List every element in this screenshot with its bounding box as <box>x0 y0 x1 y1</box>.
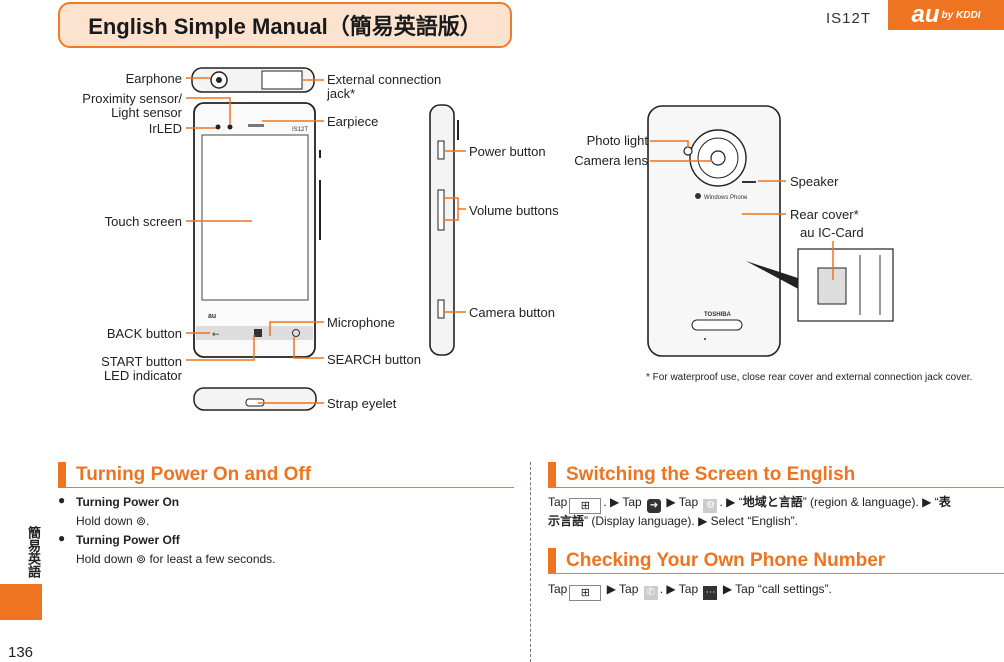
section-power-heading: Turning Power On and Off <box>58 462 514 488</box>
label-camera-button: Camera button <box>469 305 555 320</box>
side-tab: 簡易英語 <box>0 526 42 620</box>
side-tab-marker <box>0 584 42 620</box>
page-number: 136 <box>8 644 34 661</box>
label-microphone: Microphone <box>327 315 395 330</box>
label-proximity: Proximity sensor/ <box>82 91 182 106</box>
label-ext-connection: External connection <box>327 72 442 87</box>
label-back-button: BACK button <box>106 326 182 341</box>
touch-screen-shape <box>201 134 309 301</box>
side-tab-text: 簡易英語 <box>26 526 41 578</box>
manual-title-box: English Simple Manual（簡易英語版） <box>58 2 512 48</box>
label-ext-jack: jack* <box>327 86 356 101</box>
model-name: IS12T <box>826 10 872 27</box>
power-off-text: Hold down ⊚ for least a few seconds. <box>76 552 276 566</box>
switch-step-line1: Tap⊞. ▶ Tap ➔ ▶ Tap ⚙. ▶ “地域と言語” (region… <box>548 495 951 514</box>
more-icon: ⋯ <box>703 586 718 600</box>
number-step-line: Tap⊞ ▶ Tap ✆. ▶ Tap ⋯ ▶ Tap “call settin… <box>548 582 832 601</box>
label-light-sensor: Light sensor <box>111 105 182 120</box>
power-key-icon: ⊚ <box>136 514 147 528</box>
label-volume-buttons: Volume buttons <box>469 203 559 218</box>
label-earphone: Earphone <box>125 71 182 86</box>
start-key-icon: ⊞ <box>569 585 602 601</box>
label-ic-card: au IC-Card <box>800 225 864 240</box>
label-irled: IrLED <box>148 121 182 136</box>
label-earpiece: Earpiece <box>327 114 379 129</box>
svg-text:←: ← <box>212 330 220 340</box>
column-divider <box>530 462 531 662</box>
phone-diagram: IS12T au ← Windows Phone TOSHIBA <box>186 67 894 411</box>
section-number-heading: Checking Your Own Phone Number <box>548 548 1004 574</box>
bullet-icon: ● <box>58 493 66 507</box>
power-key-icon: ⊚ <box>136 552 147 566</box>
bullet-icon: ● <box>58 531 66 545</box>
power-on-text: Hold down ⊚. <box>76 514 150 528</box>
arrow-circle-icon: ➔ <box>647 499 662 513</box>
label-photo-light: Photo light <box>586 133 648 148</box>
label-power-button: Power button <box>469 144 546 159</box>
ext-jack-shape <box>261 70 303 90</box>
phone-model-print: IS12T <box>292 127 308 133</box>
power-on-title: Turning Power On <box>76 495 180 509</box>
phone-os-print: Windows Phone <box>704 195 748 201</box>
switch-step-line2: 示言語” (Display language). ▶ Select “Engli… <box>548 514 798 528</box>
label-speaker: Speaker <box>790 174 839 189</box>
brand-logo: au by KDDI <box>888 0 1004 30</box>
settings-icon: ⚙ <box>703 499 718 513</box>
label-search-button: SEARCH button <box>327 352 421 367</box>
power-off-title: Turning Power Off <box>76 533 180 547</box>
manual-title: English Simple Manual（簡易英語版） <box>88 14 482 39</box>
label-touch-screen: Touch screen <box>104 214 182 229</box>
phone-back-view <box>647 105 781 357</box>
footnote: * For waterproof use, close rear cover a… <box>646 372 973 383</box>
label-camera-lens: Camera lens <box>574 153 648 168</box>
section-switch-heading: Switching the Screen to English <box>548 462 1004 488</box>
label-start-button: START button <box>101 354 182 369</box>
phone-au-print: au <box>208 313 216 320</box>
label-strap-eyelet: Strap eyelet <box>327 396 397 411</box>
label-rear-cover: Rear cover* <box>790 207 859 222</box>
label-led-indicator: LED indicator <box>103 368 182 383</box>
phone-icon: ✆ <box>643 586 658 600</box>
phone-brand-print: TOSHIBA <box>704 312 732 318</box>
start-key-icon: ⊞ <box>569 498 602 514</box>
